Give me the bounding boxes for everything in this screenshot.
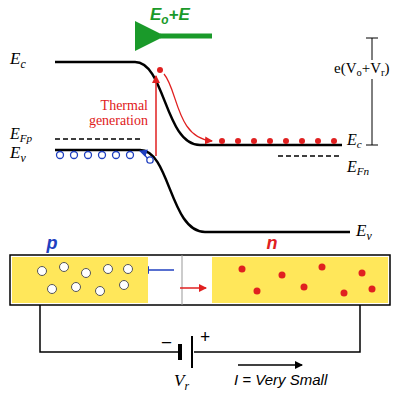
carrier-dots	[212, 257, 388, 303]
electron	[254, 288, 261, 295]
electron	[239, 266, 246, 273]
polarity-sign: +	[200, 328, 210, 348]
hole	[57, 152, 64, 159]
conduction-band	[55, 62, 342, 145]
semiconductor-region: n	[212, 257, 388, 303]
field-arrow	[160, 34, 212, 39]
band-label: Ec	[10, 50, 26, 71]
energy-bracket	[372, 38, 373, 145]
fermi-level-p	[55, 138, 140, 140]
generation-arrow	[155, 76, 157, 156]
electron	[251, 138, 257, 144]
electron	[235, 138, 241, 144]
region-label: p	[0, 233, 120, 254]
hole	[124, 265, 133, 274]
hole	[82, 269, 91, 278]
carrier-dots	[12, 257, 148, 303]
electron	[299, 138, 305, 144]
process-label: Thermal generation	[84, 98, 148, 129]
polarity-sign: –	[162, 332, 171, 352]
fermi-level-n	[278, 155, 342, 157]
fermi-label: EFn	[347, 158, 369, 178]
valence-band	[55, 150, 350, 232]
electrons-n	[219, 138, 337, 144]
electron-drift	[180, 287, 206, 289]
band-label: Ev	[356, 222, 372, 243]
electron	[315, 138, 321, 144]
fermi-label: EFp	[10, 125, 32, 145]
electron	[157, 67, 163, 73]
hole	[99, 152, 106, 159]
electron	[219, 138, 225, 144]
current-label: I = Very Small	[234, 372, 327, 389]
voltage-label: Vr	[174, 372, 189, 393]
electron	[341, 290, 348, 297]
holes-p	[57, 152, 134, 159]
hole	[127, 152, 134, 159]
battery-positive	[191, 336, 193, 368]
device-outline	[10, 255, 390, 305]
electron-path	[164, 74, 212, 141]
electron	[319, 264, 326, 271]
hole	[38, 267, 47, 276]
region-label: n	[184, 233, 360, 254]
battery-negative	[178, 344, 182, 360]
wire	[40, 305, 360, 352]
hole	[147, 157, 153, 163]
electron	[301, 284, 308, 291]
electron	[267, 138, 273, 144]
energy-label: e(Vo+Vr)	[334, 60, 390, 79]
hole	[120, 281, 129, 290]
junction	[182, 255, 183, 305]
hole	[71, 152, 78, 159]
hole	[96, 287, 105, 296]
electron	[331, 138, 337, 144]
current-arrow	[238, 364, 302, 365]
semiconductor-region: p	[12, 257, 148, 303]
field-label: Eo+E	[150, 6, 190, 27]
hole	[113, 152, 120, 159]
hole-path	[140, 151, 147, 158]
electron	[369, 286, 376, 293]
hole	[48, 285, 57, 294]
hole	[60, 263, 69, 272]
electron	[279, 272, 286, 279]
bracket-tick	[366, 145, 378, 146]
band-label: Ec	[347, 131, 362, 151]
bracket-tick	[366, 38, 378, 39]
hole	[72, 283, 81, 292]
hole	[85, 152, 92, 159]
band-label: Ev	[10, 144, 26, 165]
electron	[283, 138, 289, 144]
hole	[104, 265, 113, 274]
electron	[359, 270, 366, 277]
